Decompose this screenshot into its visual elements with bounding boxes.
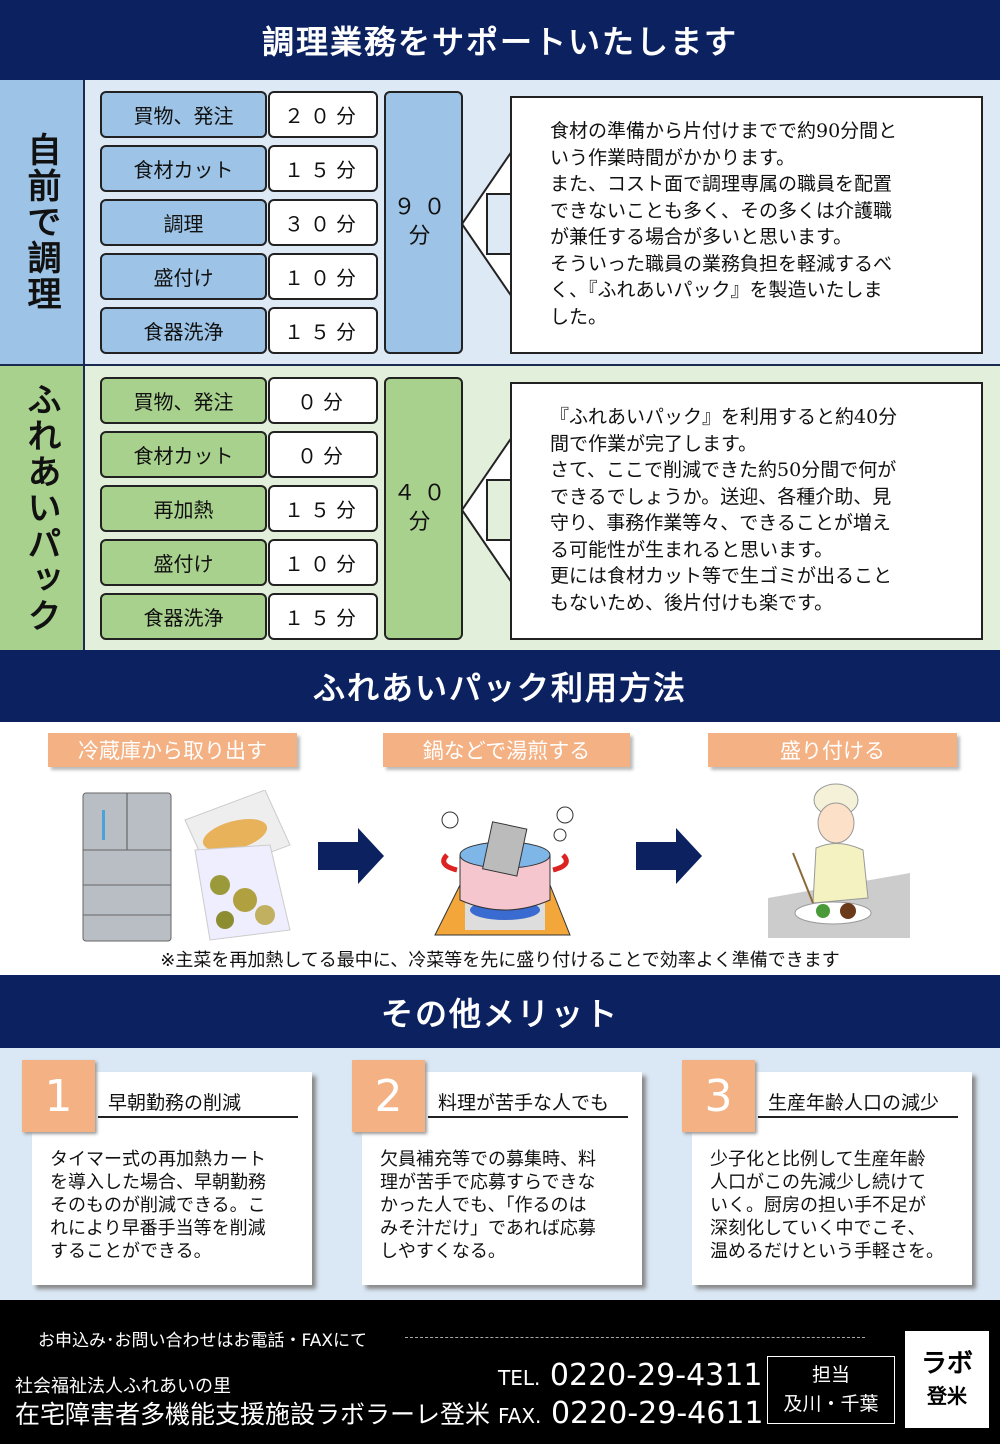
task-time: ３０分 <box>268 199 378 246</box>
task-time: １０分 <box>268 539 378 586</box>
task-time: １０分 <box>268 253 378 300</box>
arrow-right-icon <box>318 828 384 884</box>
chef-plating-illustration <box>768 783 910 938</box>
usage-title: ふれあいパック利用方法 <box>312 669 687 707</box>
task-label: 調理 <box>100 199 267 246</box>
step-2-label: 鍋などで湯煎する <box>383 733 630 767</box>
merit-number: 2 <box>352 1060 425 1132</box>
fridge-and-packs-illustration <box>82 790 291 942</box>
usage-note: ※主菜を再加熱してる最中に、冷菜等を先に盛り付けることで効率よく準備できます <box>160 950 840 971</box>
task-time: １５分 <box>268 307 378 354</box>
self_cook-description: 食材の準備から片付けまでで約90分間という作業時間がかかります。また、コスト面で… <box>510 96 983 354</box>
logo: ラボ登米 <box>905 1331 989 1428</box>
task-label: 食材カット <box>100 145 267 192</box>
usage-header: ふれあいパック利用方法 <box>0 650 1000 722</box>
merit-title: 早朝勤務の削減 <box>98 1088 298 1118</box>
pack-side-label: ふれあいパック <box>0 366 85 650</box>
task-label: 食材カット <box>100 431 267 478</box>
task-time: ０分 <box>268 377 378 424</box>
merit-body: 少子化と比例して生産年齢人口がこの先減少し続けていく。厨房の担い手不足が深刻化し… <box>710 1149 944 1262</box>
footer: お申込み･お問い合わせはお電話・FAXにて 社会福祉法人ふれあいの里 在宅障害者… <box>0 1300 1000 1444</box>
merit-title: 料理が苦手な人でも <box>428 1088 628 1118</box>
merit-body: タイマー式の再加熱カートを導入した場合、早朝勤務そのものが削減できる。これにより… <box>50 1149 266 1262</box>
footer-inquiry: お申込み･お問い合わせはお電話・FAXにて <box>38 1331 367 1351</box>
task-time: １５分 <box>268 145 378 192</box>
task-label: 買物、発注 <box>100 91 267 138</box>
step-1-label: 冷蔵庫から取り出す <box>48 733 297 767</box>
task-label: 盛付け <box>100 253 267 300</box>
task-time: １５分 <box>268 485 378 532</box>
merit-number: 3 <box>682 1060 755 1132</box>
merit-title: 生産年齢人口の減少 <box>758 1088 958 1118</box>
arrow-left-icon <box>460 149 513 299</box>
self_cook-side-label: 自前で調理 <box>0 80 85 364</box>
merit-number: 1 <box>22 1060 95 1132</box>
arrow-left-icon <box>460 435 513 585</box>
task-label: 食器洗浄 <box>100 307 267 354</box>
main-header: 調理業務をサポートいたします <box>0 0 1000 80</box>
task-label: 再加熱 <box>100 485 267 532</box>
task-label: 買物、発注 <box>100 377 267 424</box>
pot-on-stove-illustration <box>434 806 574 936</box>
arrow-right-icon <box>636 828 702 884</box>
footer-org: 社会福祉法人ふれあいの里 <box>15 1376 231 1397</box>
footer-fax: FAX. 0220-29-4611 <box>498 1396 764 1431</box>
task-time: ２０分 <box>268 91 378 138</box>
main-title: 調理業務をサポートいたします <box>261 23 738 61</box>
step-3-label: 盛り付ける <box>708 733 957 767</box>
merits-title: その他メリット <box>380 994 619 1033</box>
merit-body: 欠員補充等での募集時、料理が苦手で応募すらできなかった人でも、「作るのはみそ汁だ… <box>380 1149 596 1262</box>
task-label: 盛付け <box>100 539 267 586</box>
task-label: 食器洗浄 <box>100 593 267 640</box>
contact-box: 担当及川・千葉 <box>767 1356 895 1424</box>
task-time: １５分 <box>268 593 378 640</box>
footer-divider <box>405 1337 865 1338</box>
merits-header: その他メリット <box>0 975 1000 1048</box>
footer-facility: 在宅障害者多機能支援施設ラボラーレ登米 <box>15 1400 491 1429</box>
pack-description: 『ふれあいパック』を利用すると約40分間で作業が完了します。さて、ここで削減でき… <box>510 382 983 640</box>
task-time: ０分 <box>268 431 378 478</box>
footer-tel: TEL. 0220-29-4311 <box>498 1358 763 1393</box>
